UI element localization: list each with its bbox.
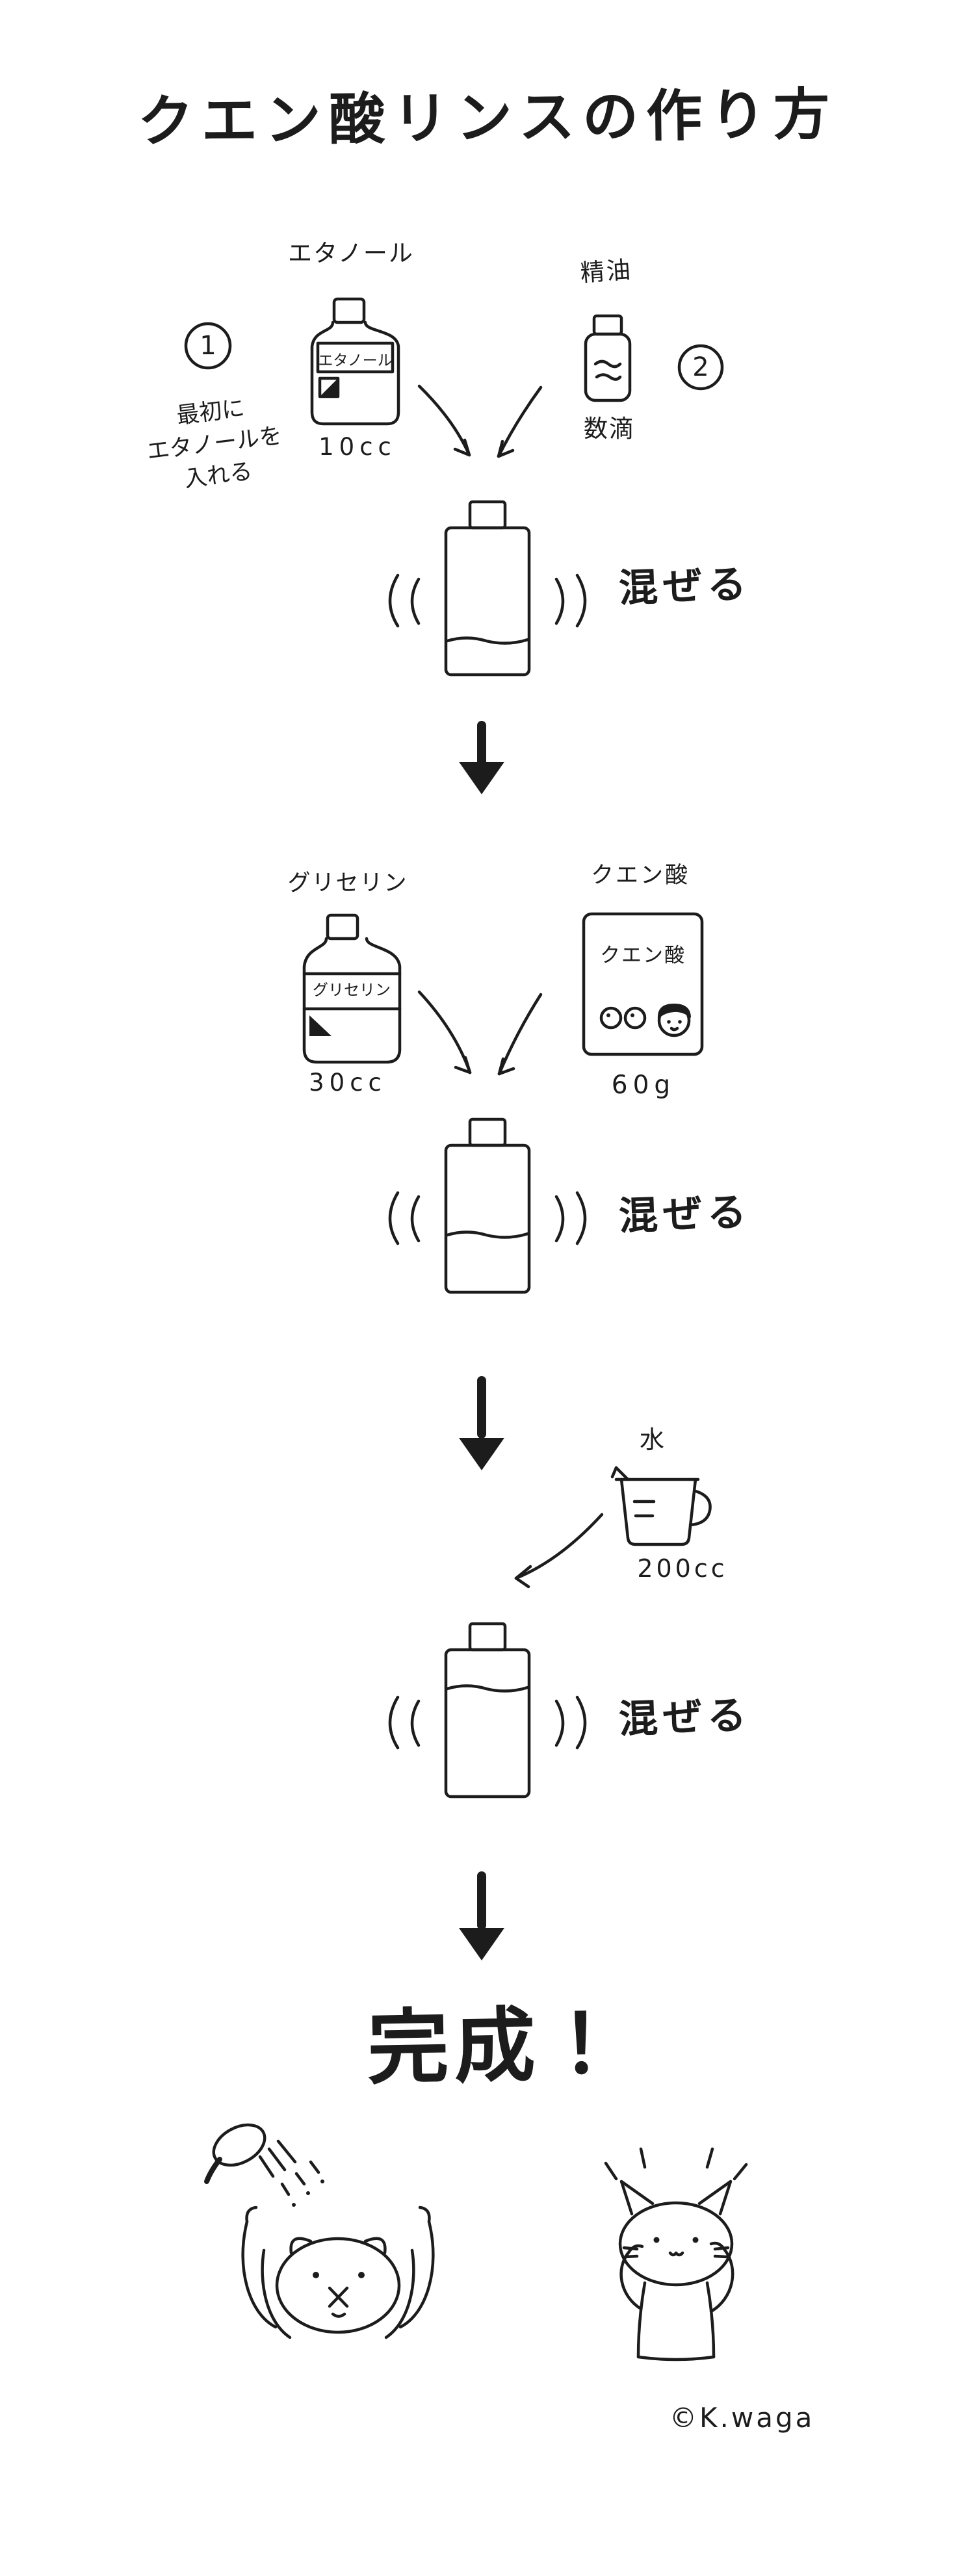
citric-acid-package-drawing (582, 912, 704, 1056)
citric-acid-amount: 60g (611, 1071, 676, 1100)
pour-arrows-step2 (417, 990, 543, 1076)
step1-number-badge-circle (184, 322, 232, 370)
result-label: 完成！ (367, 1997, 628, 2096)
cat-character-drawing (604, 2147, 748, 2361)
step1-number-badge: 1 (200, 331, 216, 361)
ethanol-bottle-drawing (310, 297, 400, 426)
ethanol-amount: 10cc (318, 433, 396, 461)
step2-number-badge: 2 (692, 352, 709, 382)
pour-arrows-step1 (417, 384, 543, 458)
bear-character-drawing (241, 2205, 435, 2339)
mix-bottle-2-drawing (444, 1117, 531, 1294)
mix-bottle-3-drawing (444, 1622, 531, 1799)
flow-arrow-2 (459, 1376, 504, 1470)
measuring-cup-drawing (610, 1466, 712, 1546)
mix-label-2: 混ぜる (618, 1189, 753, 1240)
pour-arrow-step3 (514, 1513, 604, 1589)
flow-arrow-3 (459, 1871, 504, 1960)
glycerin-bottle-label-text: グリセリン (313, 981, 391, 999)
shake-marks-3 (388, 1695, 587, 1750)
shake-marks-2 (388, 1191, 587, 1245)
citric-acid-label: クエン酸 (590, 863, 690, 889)
page-title: クエン酸リンスの作り方 (137, 82, 838, 155)
mix-label-1: 混ぜる (618, 561, 753, 612)
essential-oil-bottle-drawing (584, 314, 632, 402)
ethanol-label: エタノール (288, 239, 414, 267)
step2-number-badge-circle (677, 344, 724, 391)
essential-oil-label: 精油 (579, 255, 634, 287)
citric-acid-package-text: クエン酸 (600, 944, 686, 967)
shower-head-drawing (204, 2123, 324, 2207)
water-label: 水 (639, 1425, 664, 1454)
credit-signature: ©K.waga (670, 2402, 815, 2434)
water-amount: 200cc (637, 1554, 728, 1583)
essential-oil-amount: 数滴 (584, 415, 634, 443)
ethanol-bottle-label-text: エタノール (318, 352, 393, 369)
glycerin-label: グリセリン (287, 870, 408, 896)
glycerin-bottle-drawing (302, 913, 402, 1064)
mix-bottle-1-drawing (444, 500, 531, 677)
flow-arrow-1 (459, 721, 504, 794)
glycerin-amount: 30cc (309, 1069, 387, 1097)
shake-marks-1 (388, 573, 587, 628)
mix-label-3: 混ぜる (618, 1692, 753, 1743)
